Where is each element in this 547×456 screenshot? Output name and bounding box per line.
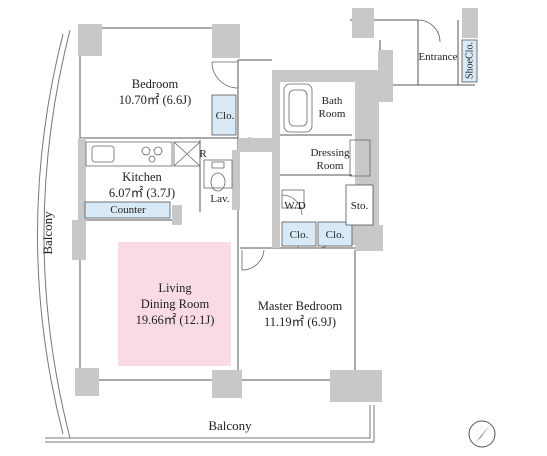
living-name-1: Living xyxy=(158,281,192,295)
sink-icon xyxy=(281,139,371,209)
master-area: 11.19㎡ (6.9J) xyxy=(263,315,337,329)
compass-icon xyxy=(468,420,496,448)
lav-label: Lav. xyxy=(210,193,230,205)
kitchen-label: Kitchen 6.07㎡ (3.7J) xyxy=(92,169,192,201)
master-bedroom-label: Master Bedroom 11.19㎡ (6.9J) xyxy=(245,298,355,330)
bathtub-icon xyxy=(283,83,313,133)
sto-label: Sto. xyxy=(350,200,369,212)
entrance-label: Entrance xyxy=(418,51,458,63)
dressing-label: Dressing Room xyxy=(298,147,362,173)
fridge-label: R xyxy=(199,148,207,160)
balcony-outline xyxy=(37,29,375,443)
bath-label: Bath Room xyxy=(312,95,352,121)
counter-label: Counter xyxy=(110,204,146,216)
bedroom-name: Bedroom xyxy=(131,77,179,91)
dressing-name-1: Dressing xyxy=(310,147,350,159)
walls xyxy=(72,8,478,402)
kitchen-area: 6.07㎡ (3.7J) xyxy=(108,186,176,200)
fridge-icon xyxy=(173,141,201,167)
dressing-name-2: Room xyxy=(316,160,344,172)
balcony-side-label: Balcony xyxy=(40,211,55,255)
bedroom-label: Bedroom 10.70㎡ (6.6J) xyxy=(100,76,210,108)
master-name: Master Bedroom xyxy=(257,299,343,313)
closet-bedroom: Clo. xyxy=(215,110,235,122)
shoe-closet-label: ShoeClo. xyxy=(464,42,476,79)
closets xyxy=(84,39,478,247)
bath-name-1: Bath xyxy=(321,95,343,107)
balcony-bottom-label: Balcony xyxy=(208,418,252,433)
living-highlight xyxy=(118,242,231,366)
living-area: 19.66㎡ (12.1J) xyxy=(135,313,215,327)
bath-name-2: Room xyxy=(318,108,346,120)
living-name-2: Dining Room xyxy=(140,297,210,311)
kitchen-name: Kitchen xyxy=(122,170,162,184)
living-label: Living Dining Room 19.66㎡ (12.1J) xyxy=(115,280,235,328)
wd-label: W/D xyxy=(284,200,306,212)
toilet-icon xyxy=(203,159,233,192)
closet-master-2: Clo. xyxy=(325,229,345,241)
closet-master-1: Clo. xyxy=(289,229,309,241)
stove-icon xyxy=(85,141,173,167)
bedroom-area: 10.70㎡ (6.6J) xyxy=(118,93,192,107)
